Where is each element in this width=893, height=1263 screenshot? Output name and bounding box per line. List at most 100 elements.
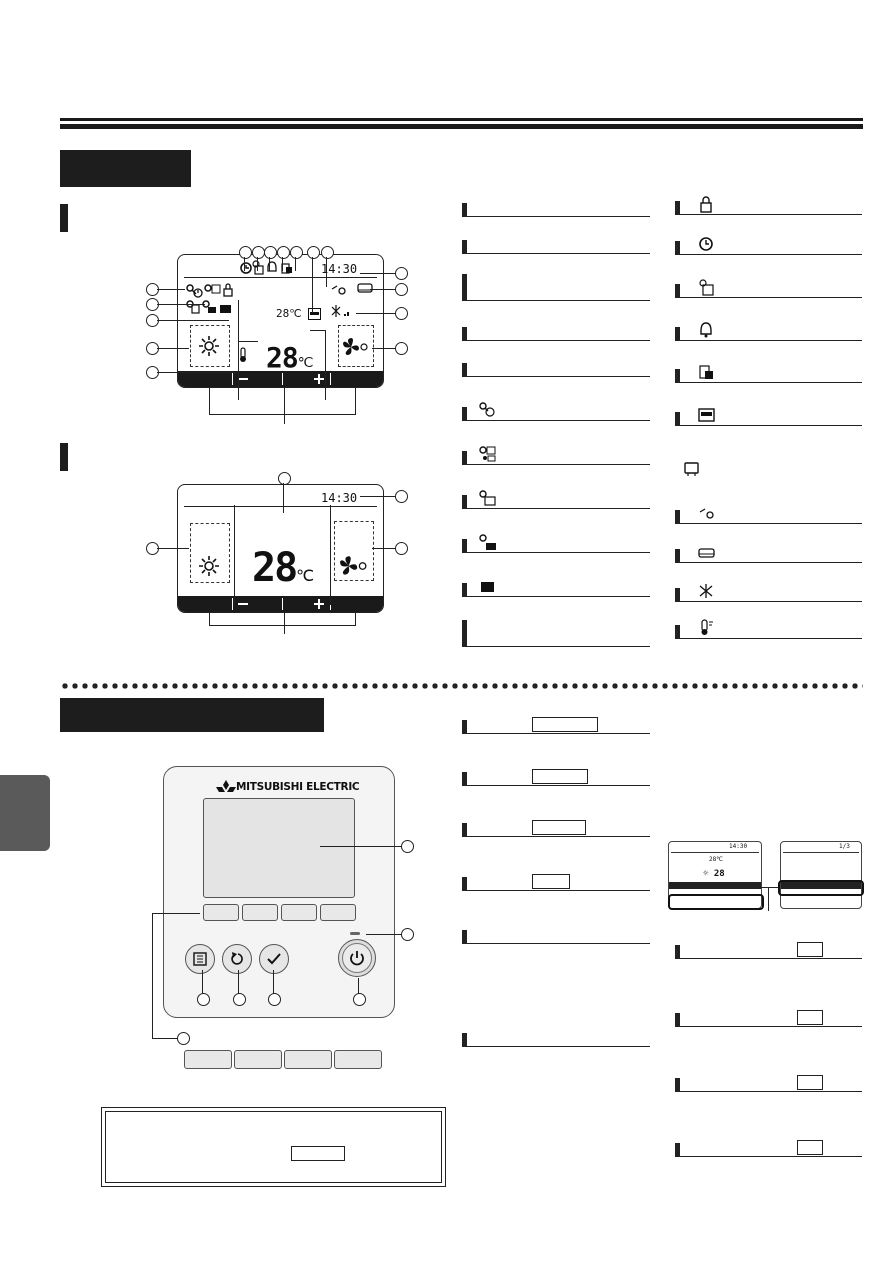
remote-lcd-screen <box>203 798 355 898</box>
bell-icon <box>700 322 712 338</box>
power-icon <box>350 951 364 966</box>
outdoor-unit-icon <box>684 462 699 476</box>
note-key-label <box>291 1146 345 1161</box>
mini-screen-menu: 1/3 <box>780 841 862 909</box>
brand-logo-text: MITSUBISHI ELECTRIC <box>236 781 360 793</box>
mini-page-indicator: 1/3 <box>839 843 850 850</box>
fan-speed-icon <box>343 338 368 355</box>
clock-display-basic: 14:30 <box>321 491 358 505</box>
sensor-icon <box>701 619 713 635</box>
thermometer-icon <box>240 347 246 362</box>
function-legend-f3 <box>675 1073 862 1092</box>
legend-timer <box>675 236 862 255</box>
function-legend-f2 <box>675 1008 862 1027</box>
function-key-f2[interactable] <box>234 1050 282 1069</box>
note-box <box>101 1107 446 1187</box>
mini-set-temp: 28℃ <box>709 856 723 863</box>
legend-lock <box>675 196 862 215</box>
header-rule-thin <box>60 118 863 121</box>
on-off-button[interactable] <box>338 939 376 977</box>
fan-speed-icon-basic <box>340 556 367 575</box>
check-icon <box>267 953 281 965</box>
subheading-full-mode-bar <box>60 204 68 232</box>
schedule-off-icon <box>479 402 495 417</box>
mini-button-highlight-left <box>668 894 764 910</box>
energy-save-icon <box>699 365 713 379</box>
mini-room-temp: ☼ 28 <box>703 869 725 879</box>
legend-bell <box>675 322 862 341</box>
function-legend-f1 <box>675 940 862 959</box>
legend-mode-off <box>462 446 650 465</box>
function-key-f3[interactable] <box>284 1050 332 1069</box>
legend-item-4 <box>462 322 650 341</box>
remote-controller: MITSUBISHI ELECTRIC <box>163 766 395 1018</box>
menu-button[interactable] <box>185 944 215 974</box>
temp-off-icon <box>479 490 496 506</box>
legend-item-1 <box>462 198 650 217</box>
set-temperature-small: 28℃ <box>276 307 302 320</box>
error-box-icon <box>308 308 321 320</box>
filter-off-icon <box>479 534 496 550</box>
legend-louver <box>675 583 862 602</box>
filter-icon <box>481 582 494 592</box>
weekly-timer-icon <box>699 279 714 296</box>
button-legend-4 <box>462 872 650 891</box>
room-temperature-large-basic: 28℃ <box>252 545 314 591</box>
legend-weekly-timer <box>675 279 862 298</box>
legend-ventilation <box>675 544 862 563</box>
right-status-icons <box>331 283 373 317</box>
status-icons-group <box>186 283 233 314</box>
clock-display: 14:30 <box>321 262 358 276</box>
section-heading-controller <box>60 698 324 732</box>
legend-schedule-off <box>462 402 650 421</box>
cool-mode-icon <box>199 336 219 356</box>
function-key-f4[interactable] <box>334 1050 382 1069</box>
function-key-f1[interactable] <box>184 1050 232 1069</box>
function-button-f4[interactable] <box>320 904 356 921</box>
header-rule-thick <box>60 124 863 129</box>
legend-error <box>675 407 862 426</box>
ventilation-icon <box>698 548 715 558</box>
louver-icon <box>699 584 713 598</box>
lcd-basic-mode: 14:30 28℃ <box>177 484 384 613</box>
function-button-f3[interactable] <box>281 904 317 921</box>
legend-energy <box>675 364 862 383</box>
mode-off-icon <box>479 446 496 462</box>
mitsubishi-logo-icon <box>216 780 236 792</box>
error-icon <box>698 408 715 422</box>
legend-item-12 <box>462 618 650 647</box>
button-legend-6 <box>462 1028 650 1047</box>
legend-sensor <box>675 619 862 639</box>
legend-filter <box>462 578 650 597</box>
subheading-basic-mode-bar <box>60 443 68 471</box>
timer-icon <box>699 237 713 251</box>
lock-icon <box>700 196 712 213</box>
legend-item-2 <box>462 235 650 254</box>
function-legend-f4 <box>675 1138 862 1157</box>
function-icons-row <box>240 260 292 275</box>
menu-icon <box>193 952 207 966</box>
mini-button-highlight-right <box>778 880 864 896</box>
legend-item-5 <box>462 358 650 377</box>
legend-temp-off <box>462 490 650 509</box>
operation-lamp <box>350 932 360 935</box>
legend-item-3 <box>462 272 650 301</box>
legend-vane <box>675 505 862 524</box>
room-temperature-large: 28℃ <box>266 341 313 374</box>
button-legend-1 <box>462 715 650 734</box>
dotted-separator <box>60 683 863 689</box>
vane-icon <box>699 508 714 519</box>
chapter-side-tab <box>0 775 50 851</box>
button-legend-3 <box>462 818 650 837</box>
legend-filter-off <box>462 534 650 553</box>
return-icon <box>231 952 243 965</box>
section-heading-display <box>60 150 191 187</box>
function-button-f1[interactable] <box>203 904 239 921</box>
mini-screen-main: 14:30 28℃ ☼ 28 <box>668 841 762 909</box>
button-legend-2 <box>462 767 650 786</box>
button-legend-5 <box>462 925 650 944</box>
return-button[interactable] <box>222 944 252 974</box>
function-button-f2[interactable] <box>242 904 278 921</box>
mini-clock: 14:30 <box>729 843 748 850</box>
cool-mode-icon-basic <box>199 556 219 576</box>
